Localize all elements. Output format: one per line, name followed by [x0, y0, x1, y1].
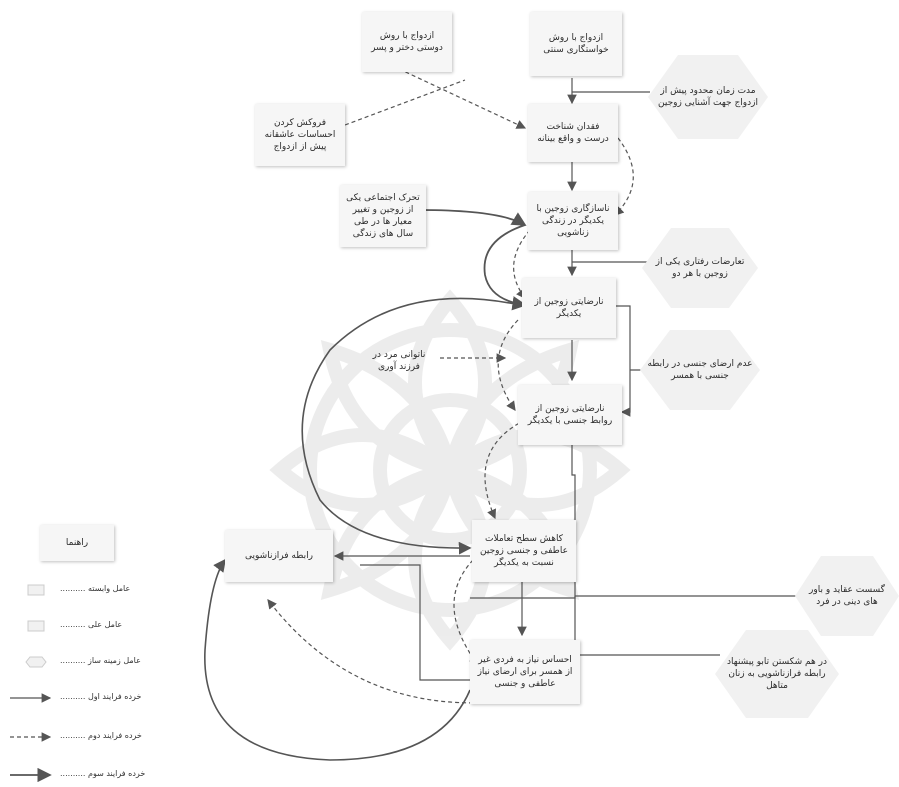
legend-item-dependent: عامل وابسته .......... — [60, 584, 131, 593]
node-friendship-marriage: ازدواج با روش دوستی دختر و پسر — [362, 12, 452, 72]
node-limited-time: مدت زمان محدود پیش از ازدواج جهت آشنایی … — [648, 55, 768, 139]
edge-need-dashed-back — [267, 599, 516, 704]
node-traditional-marriage: ازدواج با روش خواستگاری سنتی — [530, 12, 622, 76]
node-dissatisfaction: نارضایتی زوجین از یکدیگر — [522, 278, 616, 338]
legend-samples — [10, 584, 52, 783]
edge-dissat-loop-to-reduced — [301, 297, 521, 555]
node-reduced-interaction: کاهش سطح تعاملات عاطفی و جنسی زوجین نسبت… — [472, 520, 576, 582]
node-extramarital: رابطه فرازناشویی — [225, 530, 333, 582]
legend-title: راهنما — [40, 525, 114, 561]
node-sexual-unsatisfied: عدم ارضای جنسی در رابطه جنسی با همسر — [640, 330, 760, 410]
edge-sexdissat-dashed-curve — [484, 419, 526, 520]
node-infertility: ناتوانی مرد در فرزند آوری — [372, 350, 426, 372]
node-incompatibility: ناسازگاری زوجین با یکدیگر در زندگی زناشو… — [528, 192, 618, 250]
legend-item-causal: عامل علی .......... — [60, 620, 123, 629]
edge-dissat-bracket — [615, 305, 631, 417]
edge-suppress-to-friendship-line — [344, 79, 466, 126]
node-taboo-break: در هم شکستن تابو پیشنهاد رابطه فرازناشوی… — [715, 630, 839, 718]
edge-dissat-dashed-curve — [497, 319, 519, 411]
edge-sexdissat-to-reduced — [470, 445, 576, 599]
node-need-others: احساس نیاز به فردی غیر از همسر برای ارضا… — [470, 640, 580, 704]
node-lack-knowledge: فقدان شناخت درست و واقع بینانه — [528, 104, 618, 162]
edge-social-to-incompat — [419, 209, 527, 226]
edge-need-loop-to-extramarital — [204, 558, 471, 761]
watermark-rosette — [269, 289, 631, 651]
legend-item-process-2: خرده فرایند دوم .......... — [60, 731, 142, 740]
legend-item-process-1: خرده فرایند اول .......... — [60, 692, 142, 701]
edge-social-curve-bold — [483, 224, 527, 311]
node-sexual-dissatisfaction: نارضایتی زوجین از روابط جنسی با یکدیگر — [518, 385, 622, 445]
edge-friendship-to-lack — [379, 59, 527, 129]
legend-item-process-3: خرده فرایند سوم .......... — [60, 769, 146, 778]
edge-reduced-dashed-curve — [453, 554, 479, 666]
legend-item-contextual: عامل زمینه ساز .......... — [60, 656, 141, 665]
edge-incompat-dashed-curve — [513, 229, 531, 299]
edge-lack-dashed-curve — [614, 137, 634, 216]
node-suppress-feelings: فروکش کردن احساسات عاشقانه پیش از ازدواج — [255, 104, 345, 166]
node-social-mobility: تحرک اجتماعی یکی از زوجین و تغییر معیار … — [340, 185, 426, 247]
edge-need-bracket — [360, 564, 470, 681]
